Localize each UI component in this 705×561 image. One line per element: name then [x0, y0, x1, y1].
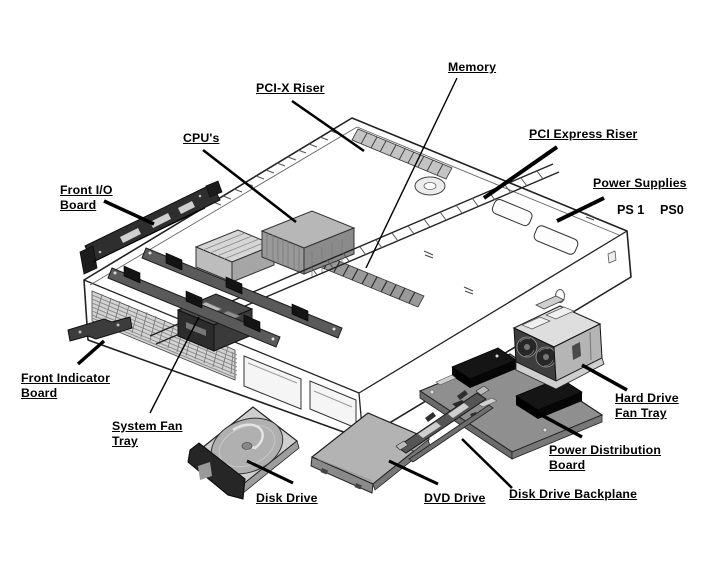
label-pci-express-riser: PCI Express Riser — [529, 127, 638, 141]
label-power-distribution-board: Power Distribution Board — [549, 443, 662, 472]
front-indicator-board-part — [67, 316, 133, 342]
label-disk-drive-backplane: Disk Drive Backplane — [509, 487, 638, 501]
cable-assemblies — [107, 247, 343, 348]
disk-drive-part — [187, 406, 300, 500]
label-front-io-board: Front I/O Board — [60, 183, 113, 212]
leader-pci-express-riser — [482, 145, 559, 200]
cpu-heatsinks — [194, 210, 356, 283]
label-cpus: CPU's — [183, 131, 220, 145]
leader-power-supplies — [556, 196, 605, 223]
blower-fan — [414, 176, 446, 196]
drive-bays — [243, 355, 357, 429]
label-dvd-drive: DVD Drive — [424, 491, 486, 505]
leader-disk-drive — [246, 459, 294, 485]
label-system-fan-tray: System Fan Tray — [112, 419, 183, 448]
leader-hard-drive-fan-tray — [581, 363, 628, 392]
leader-front-io-board — [103, 199, 155, 226]
leader-pci-x-riser — [291, 99, 365, 153]
top-cover-cutouts — [423, 198, 595, 295]
label-pci-x-riser: PCI-X Riser — [256, 81, 325, 95]
label-memory: Memory — [448, 60, 497, 74]
leader-power-distribution-board — [533, 409, 583, 439]
label-ps1: PS 1 — [617, 203, 645, 217]
leader-memory — [365, 77, 458, 269]
leader-dvd-drive — [388, 459, 439, 486]
label-hard-drive-fan-tray: Hard Drive Fan Tray — [615, 391, 679, 420]
hard-drive-fan-tray-part — [512, 295, 605, 390]
label-front-indicator-board: Front Indicator Board — [21, 371, 111, 400]
label-power-supplies: Power Supplies — [593, 176, 687, 190]
leader-system-fan-tray — [149, 316, 200, 414]
leader-front-indicator-board — [76, 339, 106, 366]
disk-drive-backplane-part — [395, 385, 494, 463]
leader-cpus — [202, 149, 297, 223]
label-ps0: PS0 — [660, 203, 684, 217]
label-disk-drive: Disk Drive — [256, 491, 318, 505]
leader-disk-drive-backplane — [461, 438, 513, 489]
dvd-drive-part — [310, 412, 431, 494]
leader-lines — [76, 77, 628, 489]
